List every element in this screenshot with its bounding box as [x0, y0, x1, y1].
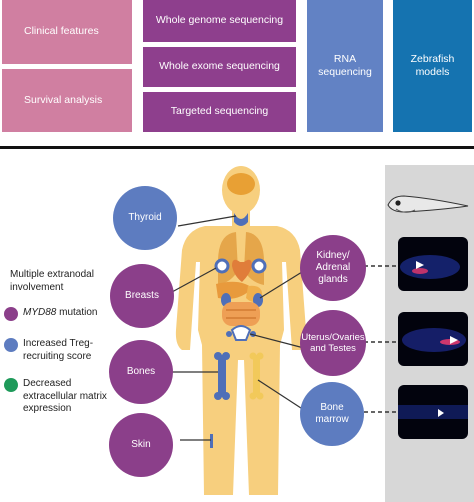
kidney-circle: Kidney/ Adrenal glands	[300, 235, 366, 301]
purple-dot-icon	[4, 307, 18, 321]
kidney-connector	[259, 271, 303, 299]
legend-item-myd88: MYD88 mutation	[4, 307, 103, 321]
breast-left-icon	[214, 258, 230, 274]
rna-box: RNA sequencing	[307, 0, 383, 132]
marrow-connector	[257, 379, 305, 411]
section-divider	[0, 146, 474, 149]
intestine-icon	[222, 302, 260, 326]
legend-text-ecm: Decreased extracellular matrix expressio…	[23, 378, 107, 414]
kidney-right-icon	[253, 293, 263, 307]
brain-icon	[227, 173, 255, 195]
survival-analysis-box: Survival analysis	[2, 69, 132, 132]
femur-bone-icon	[218, 355, 226, 397]
survival-analysis-label: Survival analysis	[24, 93, 103, 106]
clinical-features-box: Clinical features	[2, 0, 132, 64]
zebrafish-image-marrow	[398, 385, 468, 439]
marrow-circle: Bone marrow	[300, 382, 364, 446]
legend-text-treg: Increased Treg-recruiting score	[23, 338, 94, 362]
thyroid-icon	[234, 213, 248, 226]
kidney-label: Kidney/ Adrenal glands	[315, 250, 351, 285]
wgs-label: Whole genome sequencing	[155, 14, 284, 27]
wgs-box: Whole genome sequencing	[143, 0, 296, 42]
bone-marrow-icon	[253, 355, 260, 397]
zebrafish-label: Zebrafish models	[410, 52, 455, 78]
zebrafish-image-gonad	[398, 312, 468, 366]
thyroid-circle: Thyroid	[113, 186, 177, 250]
targeted-label: Targeted sequencing	[170, 105, 269, 118]
targeted-box: Targeted sequencing	[143, 92, 296, 132]
green-dot-icon	[4, 378, 18, 392]
wes-label: Whole exome sequencing	[159, 60, 280, 73]
skin-circle: Skin	[109, 413, 173, 477]
breasts-label: Breasts	[125, 290, 159, 301]
rna-label: RNA sequencing	[318, 52, 372, 78]
zebrafish-image-kidney	[398, 237, 468, 291]
blue-dot-icon	[4, 338, 18, 352]
legend-gene: MYD88	[23, 307, 57, 318]
breasts-connector	[171, 267, 217, 293]
skin-mark-icon	[210, 434, 213, 448]
bones-circle: Bones	[109, 340, 173, 404]
thyroid-connector	[177, 215, 237, 227]
legend-title: Multiple extranodal involvement	[10, 269, 94, 293]
breast-right-icon	[251, 258, 267, 274]
wes-box: Whole exome sequencing	[143, 47, 296, 87]
thyroid-label: Thyroid	[128, 212, 162, 223]
clinical-features-label: Clinical features	[24, 25, 99, 38]
uterus-icon	[230, 325, 252, 341]
skin-label: Skin	[131, 439, 151, 450]
zebrafish-larva-icon	[387, 195, 469, 213]
uterus-circle: Uterus/Ovaries and Testes	[300, 310, 366, 376]
legend-text-myd88: mutation	[56, 307, 98, 318]
marrow-label: Bone marrow	[315, 402, 349, 425]
breasts-circle: Breasts	[110, 264, 174, 328]
legend-item-ecm: Decreased extracellular matrix expressio…	[4, 378, 123, 416]
heart-icon	[232, 259, 252, 282]
bones-label: Bones	[126, 366, 156, 377]
uterus-connector	[249, 333, 305, 349]
uterus-label: Uterus/Ovaries and Testes	[301, 331, 365, 354]
zebrafish-box: Zebrafish models	[393, 0, 472, 132]
legend-item-treg: Increased Treg-recruiting score	[4, 338, 109, 363]
